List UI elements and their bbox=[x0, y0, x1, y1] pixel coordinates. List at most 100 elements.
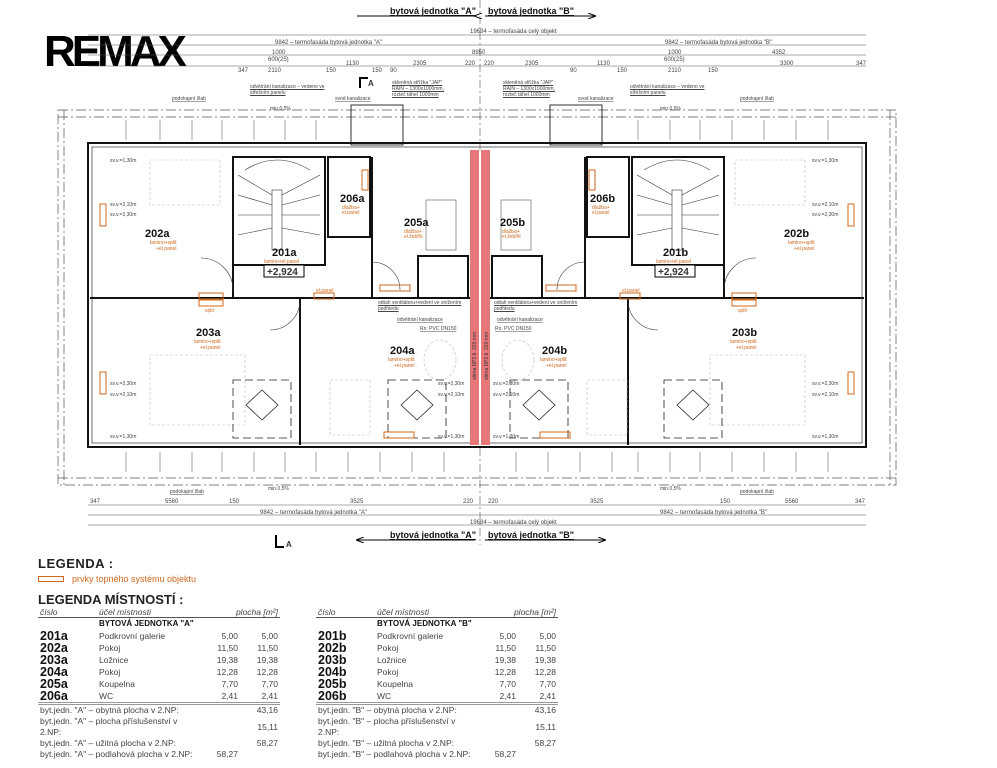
split-tag-b: split bbox=[738, 308, 748, 314]
section-label: A bbox=[368, 79, 374, 88]
svg-text:201a: 201a bbox=[272, 247, 297, 259]
party-wall-label-a: stěna DP2 tl. 220 mm bbox=[472, 332, 478, 380]
section-mark-top: A bbox=[359, 77, 374, 88]
dim: 1130 bbox=[597, 61, 611, 67]
svg-text:lamino+split: lamino+split bbox=[194, 339, 221, 345]
svg-text:sv.v.=2,10m: sv.v.=2,10m bbox=[110, 392, 136, 398]
svg-text:Rn. PVC DN150: Rn. PVC DN150 bbox=[420, 326, 457, 332]
svg-text:206b: 206b bbox=[590, 193, 615, 205]
dim-total-bottom: 19684 – termofasáda celý objekt bbox=[470, 520, 557, 526]
dim-facade-a: 9842 – termofasáda bytová jednotka "A" bbox=[275, 40, 382, 46]
svg-text:206a: 206a bbox=[340, 193, 365, 205]
svg-text:el.panel: el.panel bbox=[342, 210, 360, 216]
dim-600-a: 600(25) bbox=[268, 57, 289, 63]
dim-1000-a: 1000 bbox=[272, 50, 286, 56]
summary-row: byt.jedn. "B" – užitná plocha v 2.NP:58,… bbox=[318, 738, 556, 748]
heating-elements bbox=[99, 169, 855, 439]
unit-b-label-bottom: bytová jednotka "B" bbox=[488, 530, 574, 540]
legend-rooms-title: LEGENDA MÍSTNOSTÍ : bbox=[38, 592, 184, 607]
note-sewer-drop-b: svod kanalizace bbox=[578, 96, 614, 102]
svg-text:sv.v.=1,30m: sv.v.=1,30m bbox=[812, 434, 838, 440]
unit-a-label: bytová jednotka "A" bbox=[390, 6, 476, 16]
svg-text:sv.v.=1,30m: sv.v.=1,30m bbox=[812, 158, 838, 164]
roof-ribs bbox=[125, 120, 829, 472]
col-number: číslo bbox=[316, 606, 375, 618]
note-skylight-a: skleněná střížka "JAP" RAIN – 1300x1000m… bbox=[392, 80, 444, 98]
svg-text:+el.panel: +el.panel bbox=[200, 345, 220, 351]
svg-text:dlažba+: dlažba+ bbox=[404, 229, 422, 235]
svg-text:205b: 205b bbox=[500, 217, 525, 229]
doors bbox=[200, 257, 757, 331]
svg-text:sv.v.=2,30m: sv.v.=2,30m bbox=[812, 381, 838, 387]
note-sewer-removal-b: odvětrání kanalizace – vedeno ve střešní… bbox=[630, 84, 705, 96]
dim: 2110 bbox=[668, 68, 682, 74]
svg-text:Rn. PVC DN150: Rn. PVC DN150 bbox=[495, 326, 532, 332]
note-sewer-drop-a: svod kanalizace bbox=[335, 96, 371, 102]
dim-1000-b: 1000 bbox=[668, 50, 682, 56]
svg-text:sv.v.=1,30m: sv.v.=1,30m bbox=[493, 434, 519, 440]
note-gutter-tl: podokapní žlab bbox=[172, 96, 206, 102]
staircase-a bbox=[237, 159, 321, 251]
svg-text:+el.panel: +el.panel bbox=[394, 363, 414, 369]
svg-text:sv.v.=2,10m: sv.v.=2,10m bbox=[493, 392, 519, 398]
note-skylight-b: skleněná střížka "JAP" RAIN – 1300x1000m… bbox=[503, 80, 555, 98]
dim: 150 bbox=[326, 68, 337, 74]
svg-text:sv.v.=1,30m: sv.v.=1,30m bbox=[110, 434, 136, 440]
unit-header-top: bytová jednotka "A" bytová jednotka "B" bbox=[357, 6, 595, 16]
svg-text:+2,924: +2,924 bbox=[267, 267, 298, 278]
svg-text:lamino+split: lamino+split bbox=[388, 357, 415, 363]
dim: 220 bbox=[463, 499, 474, 505]
dimension-lines-bottom bbox=[88, 504, 866, 526]
note-sewer-removal-a: odvětrání kanalizace – vedeno ve střešní… bbox=[250, 84, 325, 96]
note-slope-tr: min.0,5% bbox=[660, 106, 681, 112]
svg-text:+el.panel: +el.panel bbox=[736, 345, 756, 351]
svg-text:+2,924: +2,924 bbox=[658, 267, 689, 278]
dim-facade-b: 9842 – termofasáda bytová jednotka "B" bbox=[665, 40, 772, 46]
level-box-b bbox=[654, 264, 696, 278]
dim-facade-b-bottom: 9842 – termofasáda bytová jednotka "B" bbox=[660, 510, 767, 516]
col-area: plocha [m²] bbox=[478, 606, 558, 618]
dim: 5560 bbox=[785, 499, 799, 505]
svg-text:sv.v.=2,30m: sv.v.=2,30m bbox=[493, 381, 519, 387]
dim: 1130 bbox=[346, 61, 360, 67]
dim: 347 bbox=[855, 499, 866, 505]
dims-bottom-row: 347 5560 150 3525 220 220 3525 150 5560 … bbox=[90, 499, 866, 505]
col-area: plocha [m²] bbox=[200, 606, 280, 618]
note-gutter-bl: podokapní žlab bbox=[170, 489, 204, 495]
dim: 347 bbox=[238, 68, 249, 74]
svg-text:sv.v.=2,30m: sv.v.=2,30m bbox=[438, 381, 464, 387]
note-gutter-br: podokapní žlab bbox=[740, 489, 774, 495]
svg-text:A: A bbox=[286, 540, 292, 549]
skylight-openings bbox=[232, 379, 723, 439]
legend-title: LEGENDA : bbox=[38, 556, 114, 571]
dim: 2305 bbox=[525, 61, 539, 67]
dim-4352: 4352 bbox=[772, 50, 786, 56]
note-slope-tl: min.0,5% bbox=[270, 106, 291, 112]
legend-heating: prvky topného systému objektu bbox=[38, 574, 196, 584]
svg-text:dlažba+: dlažba+ bbox=[342, 205, 360, 211]
dim-8950: 8950 bbox=[472, 50, 486, 56]
dim: 2305 bbox=[413, 61, 427, 67]
dim: 150 bbox=[720, 499, 731, 505]
svg-text:sv.v.=2,10m: sv.v.=2,10m bbox=[812, 202, 838, 208]
dim: 150 bbox=[372, 68, 383, 74]
svg-text:sv.v.=2,10m: sv.v.=2,10m bbox=[812, 392, 838, 398]
unit-a-label-bottom: bytová jednotka "A" bbox=[390, 530, 476, 540]
